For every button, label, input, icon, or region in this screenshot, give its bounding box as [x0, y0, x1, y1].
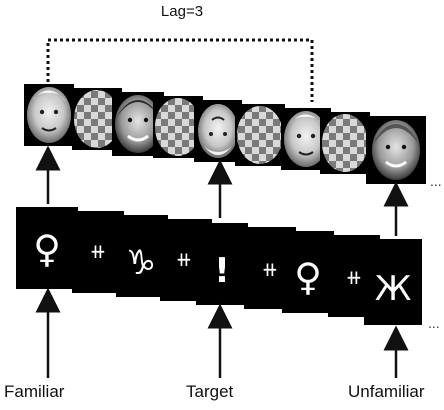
label-unfamiliar: Unfamiliar — [348, 382, 425, 401]
arrows-from-labels — [35, 287, 409, 378]
face-stream — [24, 84, 426, 184]
symbol-target: ! — [214, 251, 230, 291]
lag-bracket — [46, 38, 314, 102]
checkerboard-mask — [322, 114, 368, 172]
continuation-dots-top: ... — [430, 173, 442, 189]
symbol-mask: ⧺ — [262, 257, 279, 281]
face-woman-smiling — [115, 95, 161, 153]
symbol-stream: ♀ ⧺ ♑ ⧺ ! ⧺ ♀ ⧺ Ж — [16, 207, 422, 325]
symbol-distractor: ♑ — [126, 243, 156, 283]
checkerboard-mask — [237, 106, 283, 164]
symbol-mask: ⧺ — [176, 247, 193, 271]
continuation-dots-bottom: ... — [428, 315, 440, 331]
face-inverted-target — [198, 104, 238, 158]
symbol-mask: ⧺ — [90, 239, 107, 263]
checkerboard-mask — [74, 90, 120, 148]
symbol-mask: ⧺ — [346, 265, 363, 289]
symbol-unfamiliar: Ж — [375, 269, 412, 309]
checkerboard-mask — [155, 98, 201, 156]
symbol-familiar: ♀ — [33, 227, 61, 271]
face-marilyn-1 — [27, 87, 71, 143]
face-marilyn-2 — [284, 111, 328, 167]
hair — [33, 90, 66, 102]
symbol-familiar-repeat: ♀ — [294, 255, 322, 299]
label-target: Target — [186, 382, 234, 401]
lag-label: Lag=3 — [160, 3, 204, 20]
arrows-between-rows — [35, 145, 409, 236]
face-unfamiliar — [372, 120, 420, 180]
label-familiar: Familiar — [4, 382, 65, 401]
